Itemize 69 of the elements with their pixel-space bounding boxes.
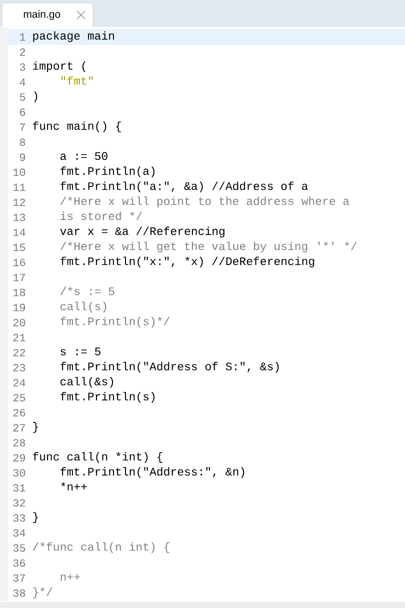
code-line: }*/ — [33, 587, 52, 598]
line-number: 9 — [20, 154, 26, 161]
line-number: 6 — [20, 108, 26, 116]
line-number: 24 — [13, 379, 26, 386]
code-line: ) — [34, 91, 38, 102]
line-number: 29 — [13, 454, 26, 462]
line-number: 1 — [20, 33, 26, 41]
code-line: "fmt" — [61, 76, 93, 85]
line-number: 35 — [13, 544, 26, 552]
line-number: 17 — [13, 274, 25, 282]
line-number: 25 — [13, 394, 26, 402]
line-number: 14 — [13, 228, 26, 236]
line-number: 20 — [13, 318, 26, 326]
code-line: /*Here x will get the value by using — [60, 242, 308, 252]
line-number: 19 — [13, 304, 26, 312]
line-number: 10 — [13, 168, 26, 176]
line-number: 21 — [13, 334, 26, 342]
code-line: fmt.Println(s) — [60, 392, 154, 403]
line-number: 2 — [20, 48, 26, 56]
code-line: func main() { — [32, 121, 121, 132]
code-line: fmt.Println("x:", *x) //DeReferencing — [60, 256, 314, 268]
line-number: 8 — [20, 138, 26, 146]
line-number: 22 — [13, 348, 26, 356]
line-number: 4 — [20, 78, 26, 86]
code-line: fmt.Println(s)*/ — [60, 316, 170, 328]
line-number: 7 — [20, 124, 25, 131]
line-number: 28 — [13, 439, 26, 447]
code-text: '*' — [318, 242, 334, 246]
line-number: 38 — [13, 589, 26, 597]
line-number: 31 — [13, 484, 26, 492]
code-line: *n++ — [61, 482, 87, 490]
line-number: 3 — [20, 63, 26, 71]
code-line: a := 50 — [60, 152, 108, 160]
code-line: is stored */ — [60, 212, 142, 220]
code-line: func call(n *int) { — [32, 452, 162, 463]
line-number: 32 — [13, 499, 26, 507]
code-line: n++ — [60, 574, 80, 581]
code-line: fmt.Println("a:", &a) //Address of a — [60, 182, 308, 192]
code-text: */ — [344, 242, 357, 250]
code-line: call(s) — [60, 302, 106, 313]
line-number: 37 — [13, 574, 25, 582]
code-line: /*Here x will point to the address where a — [60, 196, 350, 208]
file-tab: main.go — [2, 2, 94, 28]
line-number: 13 — [13, 214, 26, 222]
line-number: 5 — [20, 93, 26, 101]
code-line: package main — [33, 31, 114, 42]
line-number: 11 — [13, 184, 26, 191]
code-line: /*s := 5 — [60, 286, 114, 296]
line-number: 36 — [13, 559, 26, 567]
code-line: } — [33, 422, 38, 433]
line-number: 15 — [13, 244, 26, 252]
code-line: fmt.Println(a) — [60, 166, 154, 178]
code-line: fmt.Println("Address of S:", &s) — [60, 362, 279, 373]
line-number: 30 — [13, 469, 26, 477]
code-line: s := 5 — [60, 348, 100, 356]
line-number: 33 — [13, 514, 26, 522]
line-number: 23 — [13, 364, 26, 372]
code-line: call(&s) — [60, 376, 114, 388]
code-line: /*func call(n int) { — [32, 542, 170, 553]
line-number: 27 — [13, 424, 25, 432]
line-number: 18 — [13, 288, 26, 296]
line-number: 34 — [13, 529, 26, 537]
line-number: 16 — [13, 258, 26, 266]
line-number: 26 — [13, 409, 26, 416]
code-line: var x = &a //Referencing — [60, 226, 224, 238]
line-number: 12 — [13, 198, 26, 206]
code-line: import ( — [33, 61, 86, 72]
code-line: fmt.Println("Address:", &n) — [60, 467, 244, 478]
code-line: } — [33, 512, 38, 523]
